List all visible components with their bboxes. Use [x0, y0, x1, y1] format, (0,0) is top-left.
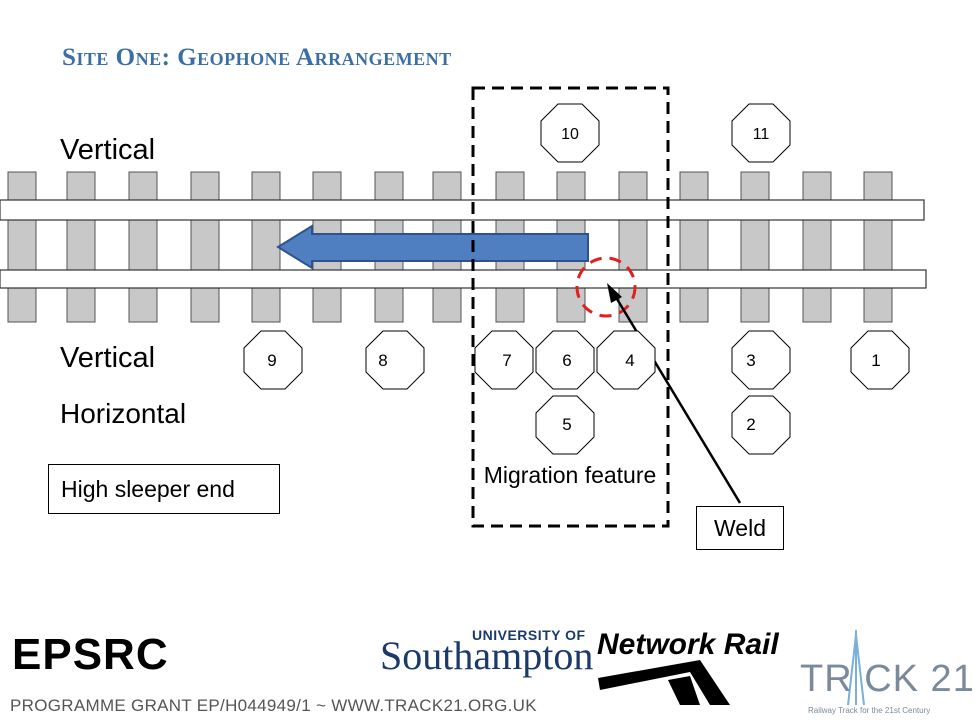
weld-pointer-head [607, 283, 622, 303]
track21-subtitle: Railway Track for the 21st Century [808, 706, 931, 715]
geophone-label: 4 [625, 351, 634, 370]
label-horizontal: Horizontal [60, 398, 187, 429]
label-vertical-top: Vertical [60, 134, 156, 166]
sleeper [251, 171, 281, 323]
label-vertical-bottom: Vertical [60, 342, 156, 374]
slide-title: Site One: Geophone Arrangement [62, 44, 452, 71]
geophone-label: 5 [562, 415, 571, 434]
programme-footer: PROGRAMME GRANT EP/H044949/1 ~ WWW.TRACK… [10, 696, 537, 715]
geophone-label: 11 [753, 126, 770, 143]
geophone-8: 8 [365, 330, 425, 390]
rail-top [0, 199, 925, 221]
epsrc-logo: EPSRC [12, 630, 169, 679]
network-rail-logo-mark [598, 660, 730, 705]
network-rail-logo: Network Rail [597, 628, 779, 661]
sleeper [679, 171, 709, 323]
geophone-4: 4 [596, 330, 656, 390]
geophone-11: 11 [731, 103, 791, 163]
sleeper [190, 171, 220, 323]
weld-pointer-line [612, 293, 742, 504]
geophone-10: 10 [540, 103, 600, 163]
migration-feature-box [471, 86, 670, 528]
geophone-1: 1 [850, 330, 910, 390]
geophone-9: 9 [243, 330, 303, 390]
sleepers [7, 171, 893, 323]
uos-logo: Southampton [380, 633, 594, 678]
geophone-label: 1 [871, 351, 880, 370]
geophone-2: 2 [731, 395, 791, 455]
uos-logo-top: UNIVERSITY OF [472, 627, 586, 643]
geophone-group: 10 11 9 8 7 6 4 3 [243, 103, 910, 455]
geophone-label: 10 [561, 126, 579, 143]
sleeper [802, 171, 832, 323]
high-sleeper-end-box: High sleeper end [48, 464, 280, 514]
sleeper [66, 171, 96, 323]
sleeper [740, 171, 770, 323]
geophone-5: 5 [535, 395, 595, 455]
migration-feature-label: Migration feature [483, 462, 657, 488]
geophone-7: 7 [474, 330, 534, 390]
geophone-label: 2 [746, 415, 755, 434]
track21-logo-mark [847, 630, 865, 706]
weld-box: Weld [696, 506, 784, 550]
geophone-6: 6 [535, 330, 595, 390]
rail-bottom [0, 269, 927, 289]
geophone-label: 9 [267, 351, 276, 370]
geophone-3: 3 [731, 330, 791, 390]
geophone-label: 8 [378, 351, 387, 370]
geophone-label: 3 [746, 351, 755, 370]
geophone-label: 6 [562, 351, 571, 370]
high-sleeper-end-label: High sleeper end [61, 475, 235, 502]
sleeper [7, 171, 37, 323]
track21-logo: TR CK 21 [800, 658, 975, 700]
sleeper [863, 171, 893, 323]
weld-label: Weld [714, 514, 766, 541]
weld-circle [575, 256, 637, 318]
sleeper [618, 171, 648, 323]
sleeper [128, 171, 158, 323]
migration-arrow [276, 224, 589, 270]
geophone-label: 7 [502, 351, 511, 370]
